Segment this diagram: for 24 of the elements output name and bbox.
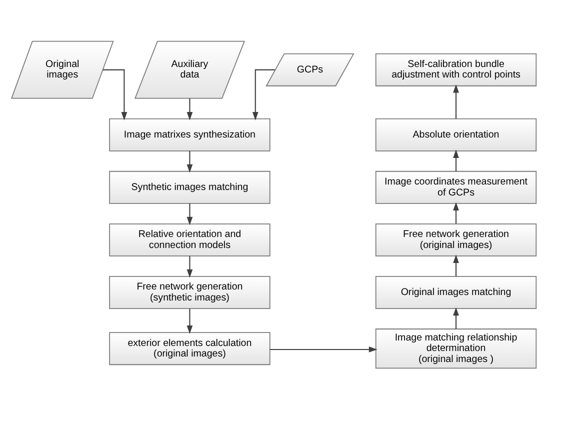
arrow bbox=[252, 69, 276, 120]
node-box: Absolute orientation bbox=[375, 118, 537, 152]
arrow bbox=[186, 150, 193, 173]
node-box: Free network generation (synthetic images) bbox=[109, 276, 270, 309]
arrow bbox=[453, 202, 459, 224]
arrow bbox=[186, 308, 193, 334]
node-box: Relative orientation and connection models bbox=[109, 223, 270, 256]
node-box: Image matching relationship determination (original images ) bbox=[375, 328, 537, 369]
node-box: exterior elements calculation (original images) bbox=[109, 332, 270, 366]
arrow bbox=[453, 84, 459, 119]
arrow bbox=[186, 256, 193, 278]
node-box: Image coordinates measurement of GCPs bbox=[375, 170, 537, 204]
arrow bbox=[453, 150, 459, 172]
node-box: Original images matching bbox=[375, 276, 537, 309]
arrow bbox=[102, 69, 128, 120]
arrow bbox=[453, 307, 459, 329]
arrow bbox=[186, 203, 193, 226]
arrow bbox=[453, 254, 459, 276]
node-box: Self-calibration bundle adjustment with control points bbox=[375, 53, 537, 86]
arrow bbox=[186, 98, 193, 120]
node-box: Synthetic images matching bbox=[109, 170, 270, 204]
node-box: Image matrixes synthesization bbox=[109, 118, 270, 152]
arrow bbox=[270, 346, 378, 352]
node-box: Free network generation (original images) bbox=[375, 223, 537, 256]
